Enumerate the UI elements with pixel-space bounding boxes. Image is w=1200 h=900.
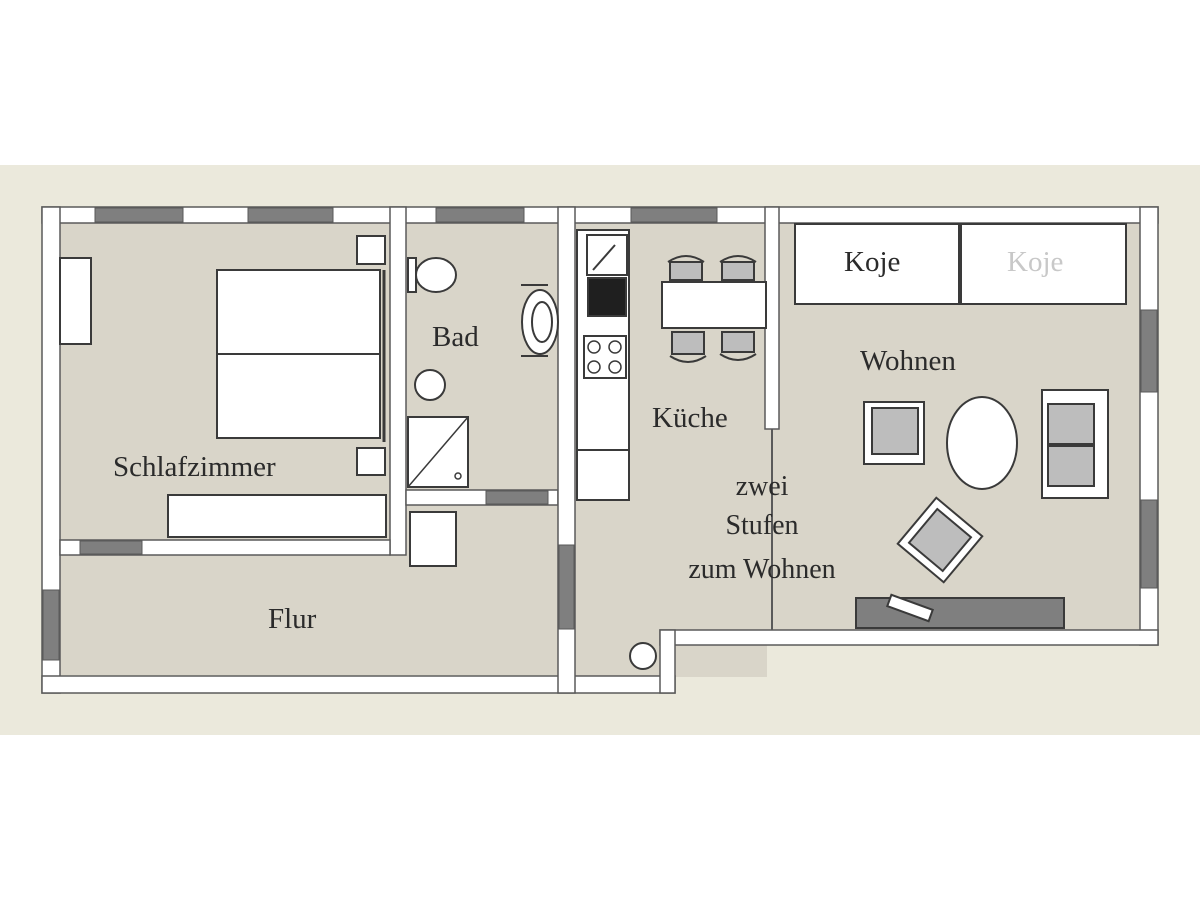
- window-hall: [42, 589, 60, 661]
- shower-drain: [454, 472, 462, 480]
- wall-kitchen-living: [764, 206, 780, 430]
- window-bedroom-1: [94, 207, 184, 223]
- armchair-left-seat: [871, 407, 919, 455]
- burner-2: [608, 340, 622, 354]
- wall-bottom-right: [659, 629, 1159, 646]
- wall-notch: [659, 629, 676, 694]
- armchair-rotated-seat: [907, 507, 973, 573]
- nightstand-bottom: [356, 447, 386, 476]
- burner-3: [587, 360, 601, 374]
- tv-sideboard: [855, 597, 1065, 629]
- kitchen-furniture: [576, 229, 767, 501]
- chair-bottom-left-back: [669, 355, 707, 363]
- bathroom-furniture: [407, 257, 559, 567]
- dishwasher: [587, 277, 627, 317]
- toilet-tank: [407, 257, 417, 293]
- chair-top-right-back: [719, 255, 757, 263]
- wardrobe: [59, 257, 92, 345]
- kitchen-bin: [629, 642, 657, 670]
- armchair-rotated: [896, 496, 984, 584]
- window-living-1: [1140, 309, 1158, 393]
- wall-bedroom-bath: [389, 206, 407, 556]
- nightstand-top: [356, 235, 386, 265]
- window-kitchen: [630, 207, 718, 223]
- sofa-cushion-1: [1047, 403, 1095, 445]
- chair-bottom-right-back: [719, 353, 757, 361]
- storage-cabinet: [409, 511, 457, 567]
- washbasin-inner: [531, 301, 553, 343]
- sink-faucet: [592, 244, 616, 271]
- window-bath-storage: [485, 490, 549, 505]
- bunk-right-label: Koje: [1007, 246, 1063, 278]
- window-bedroom-2: [247, 207, 334, 223]
- windows: [42, 207, 1158, 661]
- living-furniture: [794, 223, 1127, 629]
- chair-bottom-right: [721, 331, 755, 353]
- bunk-left-label: Koje: [844, 246, 900, 278]
- shower-diagonal: [407, 416, 469, 488]
- burner-4: [608, 360, 622, 374]
- window-living-2: [1140, 499, 1158, 589]
- wall-top: [41, 206, 1159, 224]
- hall-label: Flur: [268, 603, 317, 635]
- burner-1: [587, 340, 601, 354]
- wall-bottom-left: [41, 675, 676, 694]
- hall-floor: [60, 555, 560, 675]
- chair-top-right: [721, 261, 755, 281]
- window-bath: [435, 207, 525, 223]
- tv-remote: [885, 593, 935, 623]
- chair-top-left-back: [667, 255, 705, 263]
- kitchen-label: Küche: [652, 402, 728, 434]
- chair-top-left: [669, 261, 703, 281]
- dining-chairs: [667, 255, 757, 363]
- living-label: Wohnen: [860, 345, 956, 377]
- toilet-bowl: [415, 257, 457, 293]
- bedroom-furniture: [59, 235, 387, 538]
- dining-table: [661, 281, 767, 329]
- bedroom-label: Schlafzimmer: [113, 451, 276, 483]
- chair-bottom-left: [671, 331, 705, 355]
- bedroom-dresser: [167, 494, 387, 538]
- window-hall-kitchen: [558, 544, 575, 630]
- steps-note-line2: Stufen: [725, 510, 798, 541]
- bunk-left[interactable]: [794, 223, 960, 305]
- sofa-cushion-2: [1047, 445, 1095, 487]
- steps-note-line1: zwei: [736, 471, 789, 502]
- window-bedroom-hall: [79, 540, 143, 555]
- steps-note-line3: zum Wohnen: [688, 554, 835, 585]
- bath-stool: [414, 369, 446, 401]
- bathroom-label: Bad: [432, 321, 479, 353]
- coffee-table: [946, 396, 1018, 490]
- bunk-right[interactable]: [960, 223, 1127, 305]
